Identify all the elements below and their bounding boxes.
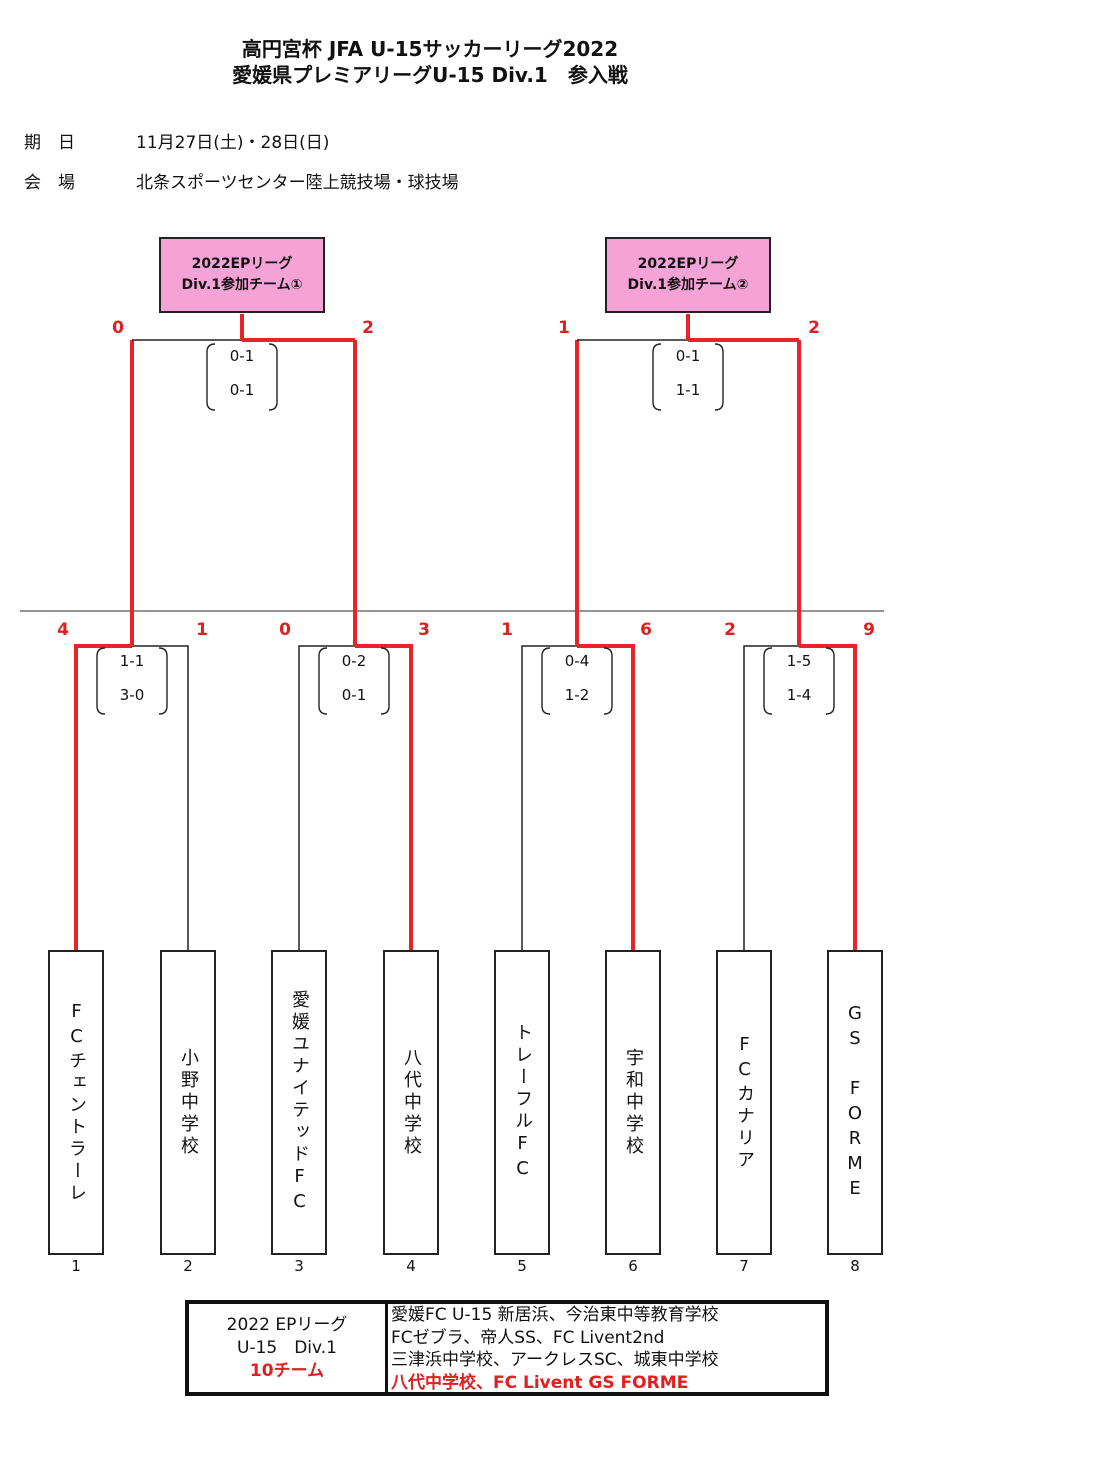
r1-match-1-right-score: 1 <box>196 620 208 640</box>
team-number-8: 8 <box>850 1257 860 1275</box>
league-team-count: 10チーム <box>249 1360 325 1381</box>
team-name-8: GS FORME <box>844 1002 866 1203</box>
r1-match-3-result-open-bracket <box>541 647 551 715</box>
r1-match-3-left-line <box>521 645 577 950</box>
league-division: U-15 Div.1 <box>237 1337 337 1358</box>
r1-match-1-result-open-bracket <box>96 647 106 715</box>
r1-match-1-leg1: 1-1 <box>119 652 145 670</box>
final-2-right-score: 2 <box>808 318 820 338</box>
page-title: 高円宮杯 JFA U-15サッカーリーグ2022 <box>241 37 619 61</box>
league-slot-2-line2: Div.1参加チーム② <box>627 277 749 293</box>
r1-match-3-leg1: 0-4 <box>564 652 590 670</box>
final-2-leg2: 1-1 <box>675 381 701 399</box>
final-2-leg1: 0-1 <box>675 347 701 365</box>
r1-match-2-right-line <box>355 644 413 950</box>
team-number-1: 1 <box>71 1257 81 1275</box>
final-1-result-open-bracket <box>206 343 216 411</box>
r1-match-2-result-open-bracket <box>318 647 328 715</box>
team-number-3: 3 <box>294 1257 304 1275</box>
date-label: 期 日 <box>24 133 75 153</box>
r1-match-3-right-line <box>577 644 635 950</box>
r1-match-2-result-close-bracket <box>380 647 390 715</box>
league-teams-line-1: 愛媛FC U-15 新居浜、今治東中等教育学校 <box>391 1305 719 1325</box>
r1-match-1-left-line <box>74 644 132 950</box>
r1-match-4-leg2: 1-4 <box>786 686 812 704</box>
league-slot-1: 2022EPリーグ Div.1参加チーム① <box>159 237 325 313</box>
team-name-3: 愛媛ユナイテッドFC <box>289 989 310 1216</box>
r1-match-4-result-open-bracket <box>763 647 773 715</box>
team-name-2: 小野中学校 <box>178 1047 199 1158</box>
venue-label: 会 場 <box>24 173 75 193</box>
r1-match-4-right-score: 9 <box>863 620 875 640</box>
final-1-right-score: 2 <box>362 318 374 338</box>
team-box-4: 八代中学校 <box>383 950 439 1255</box>
team-box-6: 宇和中学校 <box>605 950 661 1255</box>
r1-match-4-left-score: 2 <box>724 620 736 640</box>
league-slot-1-line1: 2022EPリーグ <box>191 256 293 272</box>
team-box-3: 愛媛ユナイテッドFC <box>271 950 327 1255</box>
team-name-1: FCチェントラーレ <box>66 1000 87 1205</box>
team-name-7: FCカナリア <box>734 1033 755 1172</box>
r1-match-1-right-line <box>132 645 189 950</box>
final-1-leg1: 0-1 <box>229 347 255 365</box>
team-number-4: 4 <box>406 1257 416 1275</box>
team-box-7: FCカナリア <box>716 950 772 1255</box>
r1-match-2-leg2: 0-1 <box>341 686 367 704</box>
page-subtitle: 愛媛県プレミアリーグU-15 Div.1 参入戦 <box>232 63 628 87</box>
r1-match-2-leg1: 0-2 <box>341 652 367 670</box>
r1-match-3-result-close-bracket <box>603 647 613 715</box>
r1-match-3-leg2: 1-2 <box>564 686 590 704</box>
league-teams-table: 2022 EPリーグ U-15 Div.1 10チーム 愛媛FC U-15 新居… <box>185 1300 829 1396</box>
r1-match-1-left-score: 4 <box>57 620 69 640</box>
league-name: 2022 EPリーグ <box>226 1314 348 1335</box>
team-number-6: 6 <box>628 1257 638 1275</box>
r1-match-4-left-line <box>743 645 799 950</box>
team-name-4: 八代中学校 <box>401 1047 422 1158</box>
r1-match-3-right-score: 6 <box>640 620 652 640</box>
final-1-result-close-bracket <box>268 343 278 411</box>
r1-match-1-leg2: 3-0 <box>119 686 145 704</box>
venue-value: 北条スポーツセンター陸上競技場・球技場 <box>136 173 459 193</box>
final-1-leg2: 0-1 <box>229 381 255 399</box>
league-slot-2: 2022EPリーグ Div.1参加チーム② <box>605 237 771 313</box>
league-teams-header: 2022 EPリーグ U-15 Div.1 10チーム <box>189 1304 388 1392</box>
r1-match-4-result-close-bracket <box>825 647 835 715</box>
final-2-left-score: 1 <box>558 318 570 338</box>
r1-match-3-left-score: 1 <box>501 620 513 640</box>
league-slot-2-line1: 2022EPリーグ <box>637 256 739 272</box>
r1-match-4-leg1: 1-5 <box>786 652 812 670</box>
team-name-6: 宇和中学校 <box>623 1047 644 1158</box>
team-box-2: 小野中学校 <box>160 950 216 1255</box>
team-box-5: トレーフルFC <box>494 950 550 1255</box>
team-name-5: トレーフルFC <box>512 1022 533 1183</box>
r1-match-2-left-score: 0 <box>279 620 291 640</box>
team-number-5: 5 <box>517 1257 527 1275</box>
final-2-result-close-bracket <box>714 343 724 411</box>
final-2-result-open-bracket <box>652 343 662 411</box>
team-number-7: 7 <box>739 1257 749 1275</box>
r1-match-1-result-close-bracket <box>158 647 168 715</box>
r1-match-2-right-score: 3 <box>418 620 430 640</box>
league-teams-line-2: FCゼブラ、帝人SS、FC Livent2nd <box>391 1327 665 1348</box>
r1-match-4-right-line <box>799 644 857 950</box>
league-teams-line-3: 三津浜中学校、アークレスSC、城東中学校 <box>391 1350 719 1370</box>
team-box-8: GS FORME <box>827 950 883 1255</box>
league-slot-1-line2: Div.1参加チーム① <box>181 277 303 293</box>
league-teams-line-4: 八代中学校、FC Livent GS FORME <box>391 1372 689 1393</box>
final-1-left-score: 0 <box>112 318 124 338</box>
date-value: 11月27日(土)・28日(日) <box>136 133 330 153</box>
team-number-2: 2 <box>183 1257 193 1275</box>
r1-match-2-left-line <box>298 645 355 950</box>
league-teams-list: 愛媛FC U-15 新居浜、今治東中等教育学校 FCゼブラ、帝人SS、FC Li… <box>388 1304 825 1393</box>
team-box-1: FCチェントラーレ <box>48 950 104 1255</box>
